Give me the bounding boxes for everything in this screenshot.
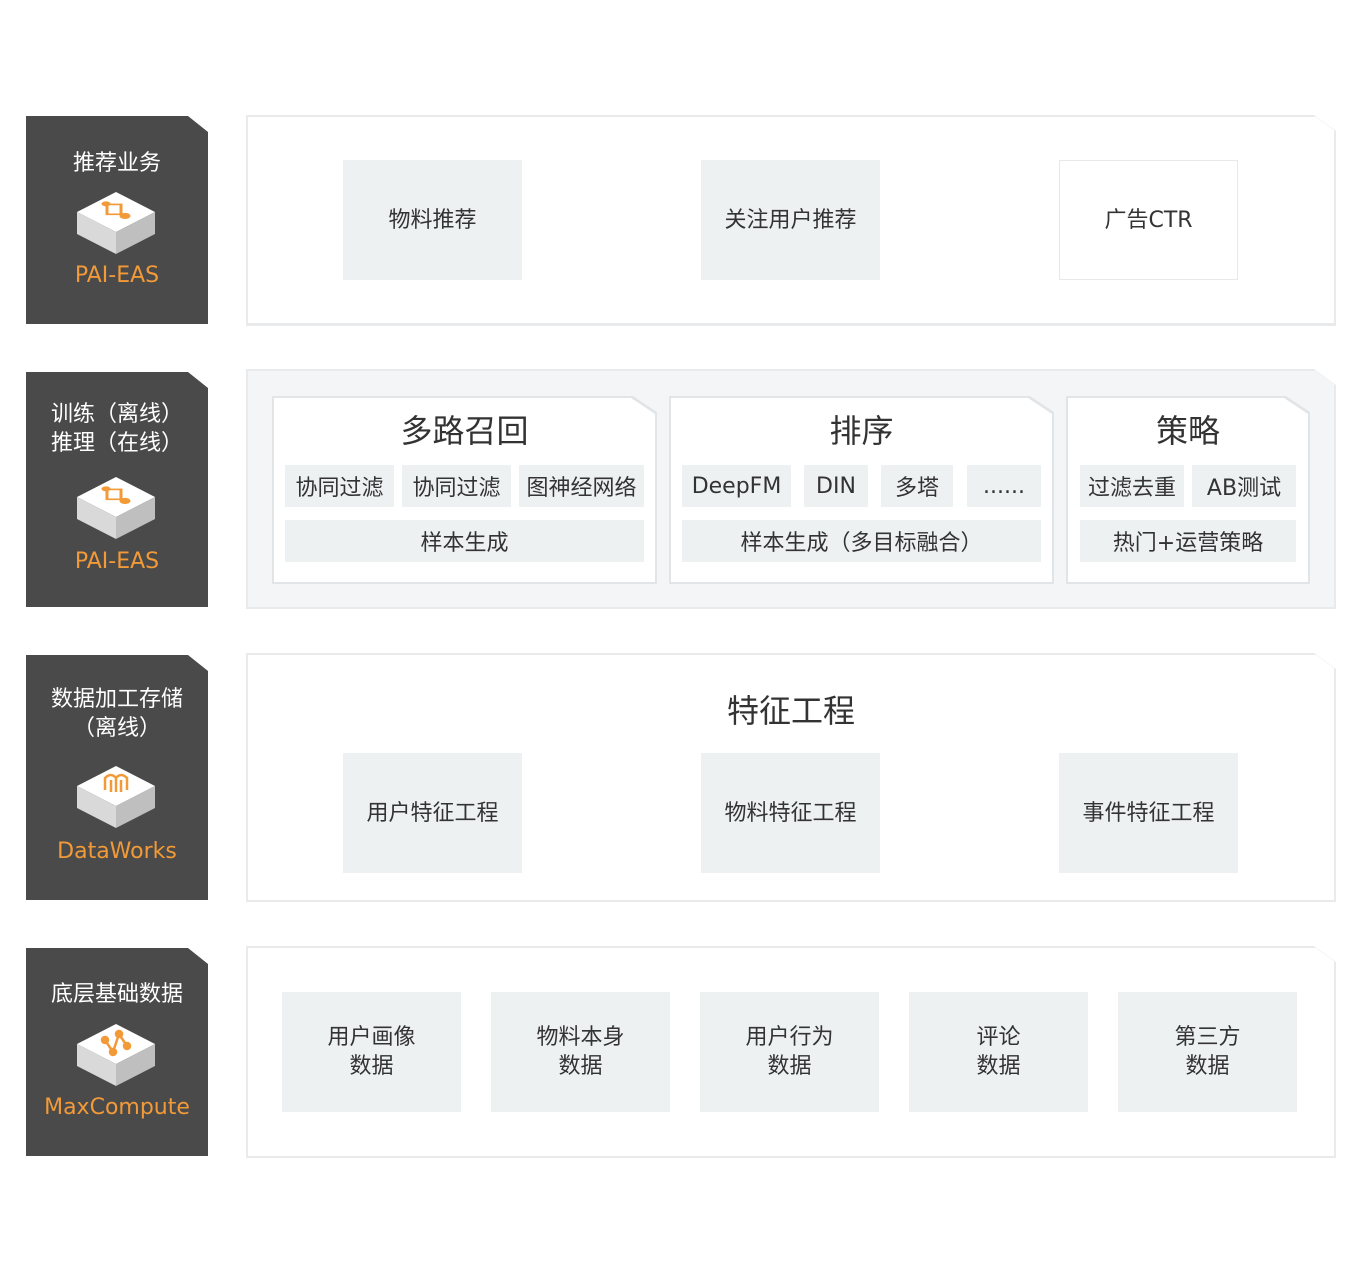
item-box: 物料推荐 <box>343 160 522 280</box>
layer-title: 训练（离线） 推理（在线） <box>50 402 183 456</box>
layer-title: 数据加工存储 （离线） <box>50 687 183 741</box>
item-box: 用户行为 数据 <box>700 992 879 1112</box>
product-name: MaxCompute <box>44 1095 190 1120</box>
layer-title: 底层基础数据 <box>50 982 183 1007</box>
product-name: PAI-EAS <box>74 263 160 288</box>
bar: 样本生成（多目标融合） <box>682 520 1041 562</box>
item-box: 物料特征工程 <box>701 753 880 873</box>
chip: 多塔 <box>881 465 953 507</box>
pai-eas-cube-icon <box>77 477 155 539</box>
card-title: 策略 <box>1155 412 1220 450</box>
layer-label-data-processing: 数据加工存储 （离线） DataWorks <box>26 655 208 900</box>
layer-label-base-data: 底层基础数据 MaxCompute <box>26 948 208 1156</box>
chip: 协同过滤 <box>285 465 394 507</box>
item-box: 第三方 数据 <box>1118 992 1297 1112</box>
layer-title: 推荐业务 <box>72 151 161 176</box>
chip: 过滤去重 <box>1080 465 1184 507</box>
card-title: 多路召回 <box>400 412 529 450</box>
product-name: PAI-EAS <box>74 549 160 574</box>
dataworks-cube-icon <box>77 766 155 828</box>
chip: DeepFM <box>682 465 791 507</box>
layer-label-training-inference: 训练（离线） 推理（在线） PAI-EAS <box>26 372 208 607</box>
chip: AB测试 <box>1192 465 1296 507</box>
maxcompute-cube-icon <box>77 1024 155 1086</box>
item-box: 广告CTR <box>1059 160 1238 280</box>
bar: 样本生成 <box>285 520 644 562</box>
layer-label-recommend-business: 推荐业务 PAI-EAS <box>26 116 208 324</box>
chip: DIN <box>804 465 868 507</box>
product-name: DataWorks <box>57 839 177 864</box>
chip: 图神经网络 <box>519 465 644 507</box>
section-title: 特征工程 <box>726 692 855 730</box>
item-box: 事件特征工程 <box>1059 753 1238 873</box>
chip: 协同过滤 <box>402 465 511 507</box>
item-box: 评论 数据 <box>909 992 1088 1112</box>
item-box: 关注用户推荐 <box>701 160 880 280</box>
item-box: 物料本身 数据 <box>491 992 670 1112</box>
pai-eas-cube-icon <box>77 192 155 254</box>
chip: ...... <box>967 465 1041 507</box>
bar: 热门+运营策略 <box>1080 520 1296 562</box>
item-box: 用户画像 数据 <box>282 992 461 1112</box>
item-box: 用户特征工程 <box>343 753 522 873</box>
card-title: 排序 <box>829 412 894 450</box>
